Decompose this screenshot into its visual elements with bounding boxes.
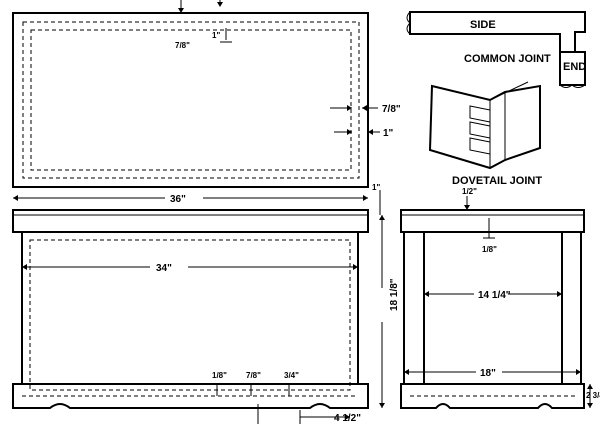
dim-bottom-7-8: 7/8": [246, 371, 261, 380]
end-body: [403, 231, 582, 385]
dim-width-36: 36": [170, 194, 186, 205]
end-lid: [400, 209, 585, 233]
front-body-dashed: [29, 239, 351, 391]
dim-end-18: 18": [480, 368, 496, 379]
dim-bottom-4-1-2: 4 1/2": [334, 413, 361, 424]
joint-end-board: [559, 34, 586, 86]
dim-end-1-2: 1/2": [462, 187, 477, 196]
dim-bottom-1-8: 1/8": [212, 371, 227, 380]
dim-height-18-1-8: 18 1/8": [389, 278, 400, 311]
dim-top-1in: 1": [212, 31, 220, 40]
dim-top-7-8: 7/8": [175, 41, 190, 50]
dim-height-1in: 1": [372, 183, 380, 192]
label-common-joint: COMMON JOINT: [464, 53, 551, 65]
lid-inner-dashed-outer: [22, 21, 360, 179]
dovetail-joint-detail: DOVETAIL JOINT: [428, 81, 542, 187]
lid-inner-dashed-inner: [30, 29, 352, 171]
joint-side-board: [409, 11, 586, 53]
end-elevation: 1/2" 1/8" 14 1/4" 18" 2 3/4": [400, 187, 600, 409]
dim-right-1in: 1": [383, 128, 394, 139]
end-base: [400, 383, 585, 409]
dim-end-14-1-4: 14 1/4": [478, 290, 511, 301]
lid-plan-view: 7/8" 1" 7/8" 1": [12, 0, 401, 188]
dim-end-2-3-4: 2 3/4": [586, 391, 600, 400]
dim-right-7-8: 7/8": [382, 104, 401, 115]
lid-outline: [12, 12, 369, 188]
front-elevation: 36" 1" 34" 18 1/8" 1/8" 7/8" 3/4" 4 1/2": [12, 183, 400, 424]
dim-width-34: 34": [156, 263, 172, 274]
front-base: [12, 383, 369, 409]
label-side: SIDE: [470, 19, 496, 31]
dim-end-1-8: 1/8": [482, 245, 497, 254]
front-body: [21, 231, 359, 385]
dovetail-outline: [428, 84, 541, 170]
front-lid: [12, 209, 369, 233]
dim-bottom-3-4: 3/4": [284, 371, 299, 380]
label-dovetail-joint: DOVETAIL JOINT: [452, 175, 542, 187]
common-joint-detail: SIDE COMMON JOINT END: [406, 11, 586, 88]
label-end: END: [563, 61, 586, 73]
